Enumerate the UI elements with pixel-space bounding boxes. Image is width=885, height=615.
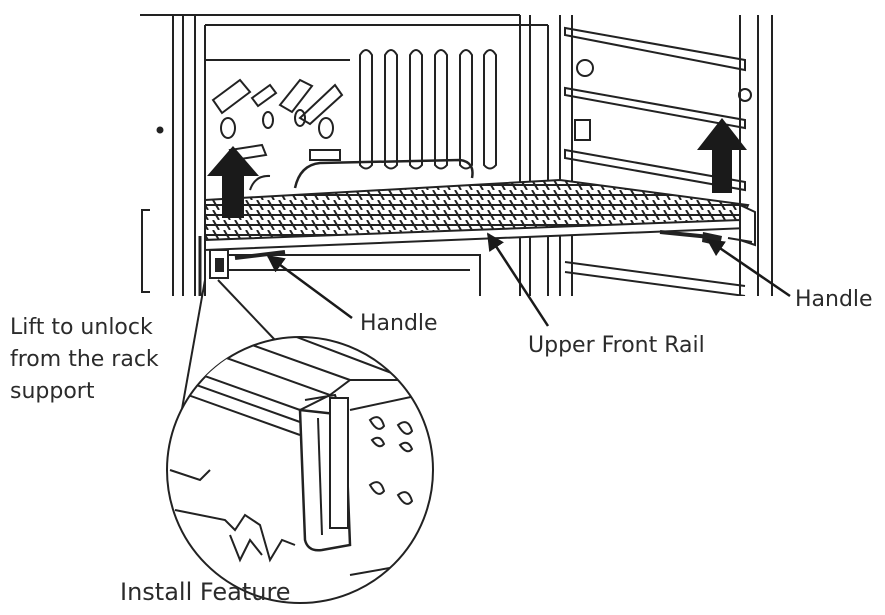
oven-cavity <box>140 14 773 296</box>
leader-arrow-icon <box>486 232 550 327</box>
handle-left-label: Handle <box>360 311 438 336</box>
leader-arrow-icon <box>706 238 791 298</box>
upper-front-rail-label: Upper Front Rail <box>528 333 705 358</box>
handle-right-label: Handle <box>795 287 873 312</box>
oven-rack <box>198 158 756 296</box>
up-arrow-icon <box>697 118 747 193</box>
up-arrow-icon <box>207 146 259 218</box>
install-feature-label: Install Feature <box>120 578 291 606</box>
leader-arrow-icon <box>266 254 353 320</box>
lift-to-unlock-label-line-3: support <box>10 379 95 404</box>
lift-to-unlock-label-line-2: from the rack <box>10 347 159 372</box>
lift-to-unlock-label-line-1: Lift to unlock <box>10 315 153 340</box>
